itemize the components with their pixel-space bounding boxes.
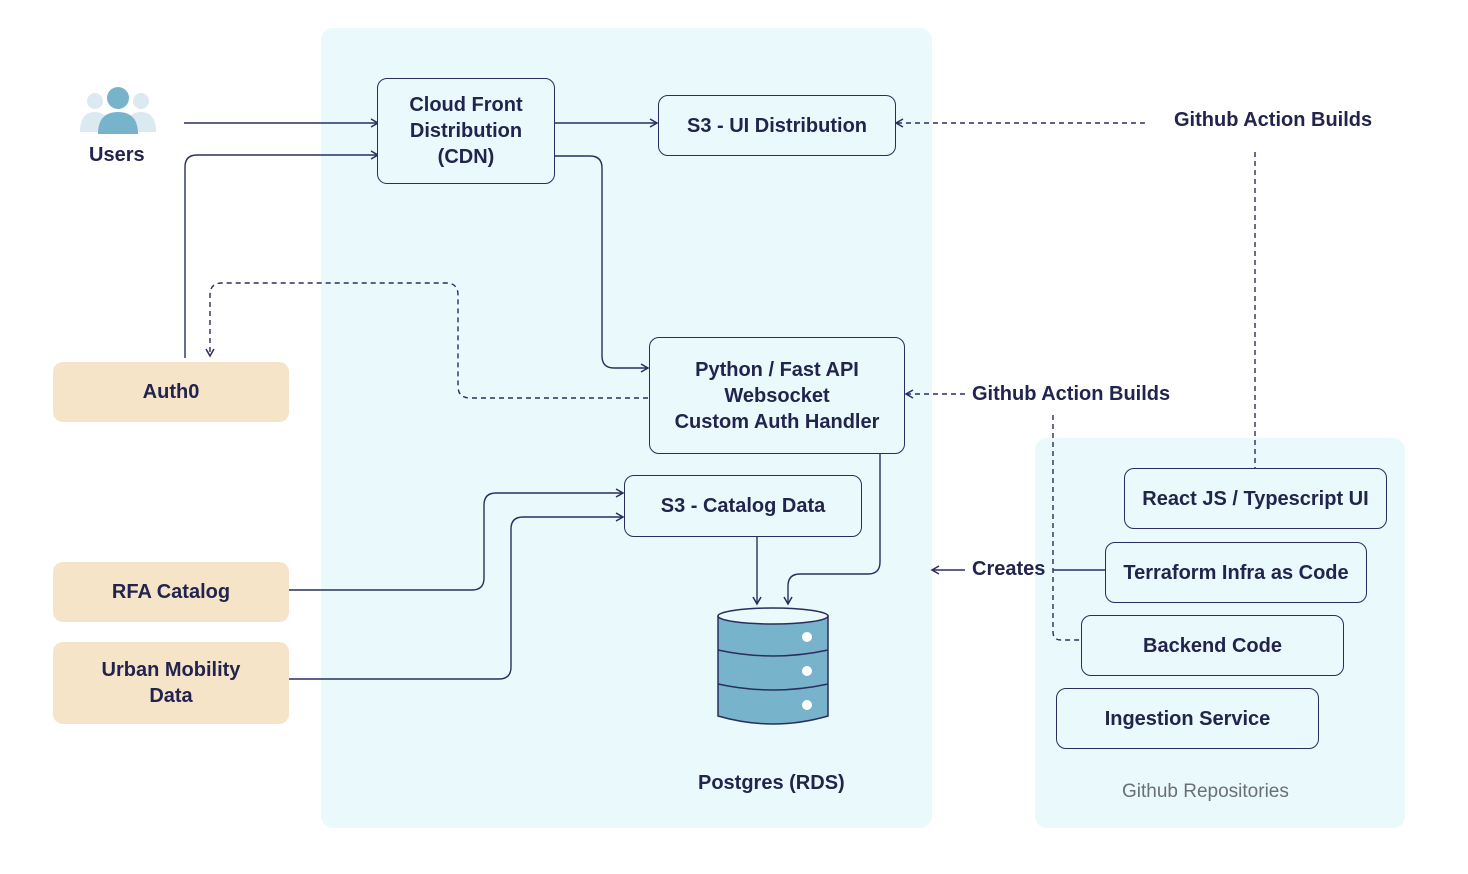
repo-ingestion: Ingestion Service xyxy=(1056,688,1319,749)
urban-mobility-node: Urban Mobility Data xyxy=(53,642,289,724)
github-builds-mid-label: Github Action Builds xyxy=(972,383,1171,405)
auth0-node: Auth0 xyxy=(53,362,289,422)
s3-catalog-node: S3 - Catalog Data xyxy=(624,475,862,537)
repo-react-ui: React JS / Typescript UI xyxy=(1124,468,1387,529)
s3-ui-node: S3 - UI Distribution xyxy=(658,95,896,156)
api-node: Python / Fast API Websocket Custom Auth … xyxy=(649,337,905,454)
repo-terraform: Terraform Infra as Code xyxy=(1105,542,1367,603)
creates-label: Creates xyxy=(972,558,1046,580)
users-label: Users xyxy=(89,144,145,166)
postgres-label: Postgres (RDS) xyxy=(698,772,845,794)
users-group: Users xyxy=(78,86,158,176)
github-builds-top-label: Github Action Builds xyxy=(1174,109,1373,131)
database-icon xyxy=(717,607,829,725)
github-repositories-caption: Github Repositories xyxy=(1122,781,1289,802)
cloudfront-node: Cloud Front Distribution (CDN) xyxy=(377,78,555,184)
repo-backend: Backend Code xyxy=(1081,615,1344,676)
users-icon xyxy=(80,87,156,134)
rfa-catalog-node: RFA Catalog xyxy=(53,562,289,622)
